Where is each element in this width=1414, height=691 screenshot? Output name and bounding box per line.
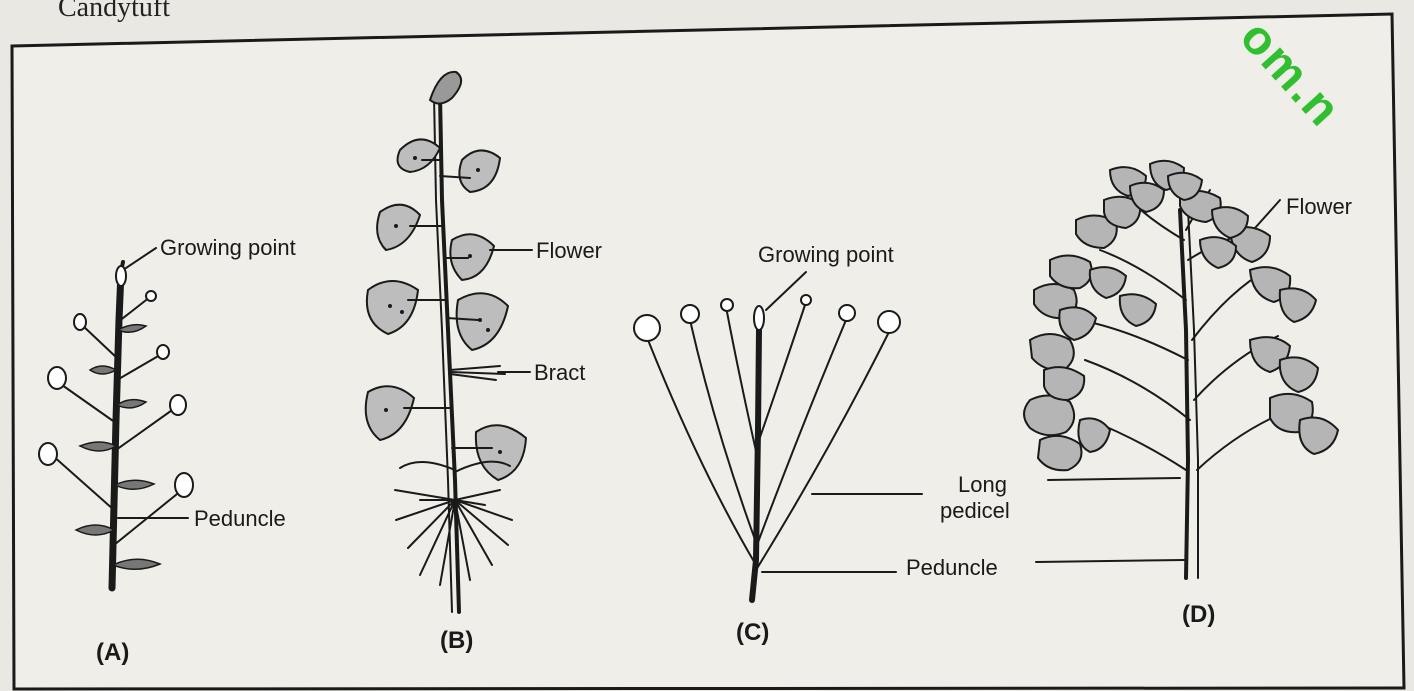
figure-c-long-pedicel-label-line2: pedicel: [940, 498, 1010, 523]
figure-d-flower-label: Flower: [1286, 194, 1352, 219]
figure-b-caption: (B): [440, 627, 473, 654]
figure-b-flower-label: Flower: [536, 238, 602, 263]
figure-b-bract-label: Bract: [534, 360, 585, 385]
figure-c-peduncle-label: Peduncle: [906, 555, 998, 580]
figure-c-growing-point-label: Growing point: [758, 242, 894, 267]
figure-a-caption: (A): [96, 639, 129, 666]
figure-c-long-pedicel-label-line1: Long: [958, 472, 1007, 497]
figure-c-caption: (C): [736, 619, 769, 646]
figure-a-peduncle-label: Peduncle: [194, 506, 286, 531]
figure-d-caption: (D): [1182, 601, 1215, 628]
figure-a-growing-point-label: Growing point: [160, 235, 296, 260]
